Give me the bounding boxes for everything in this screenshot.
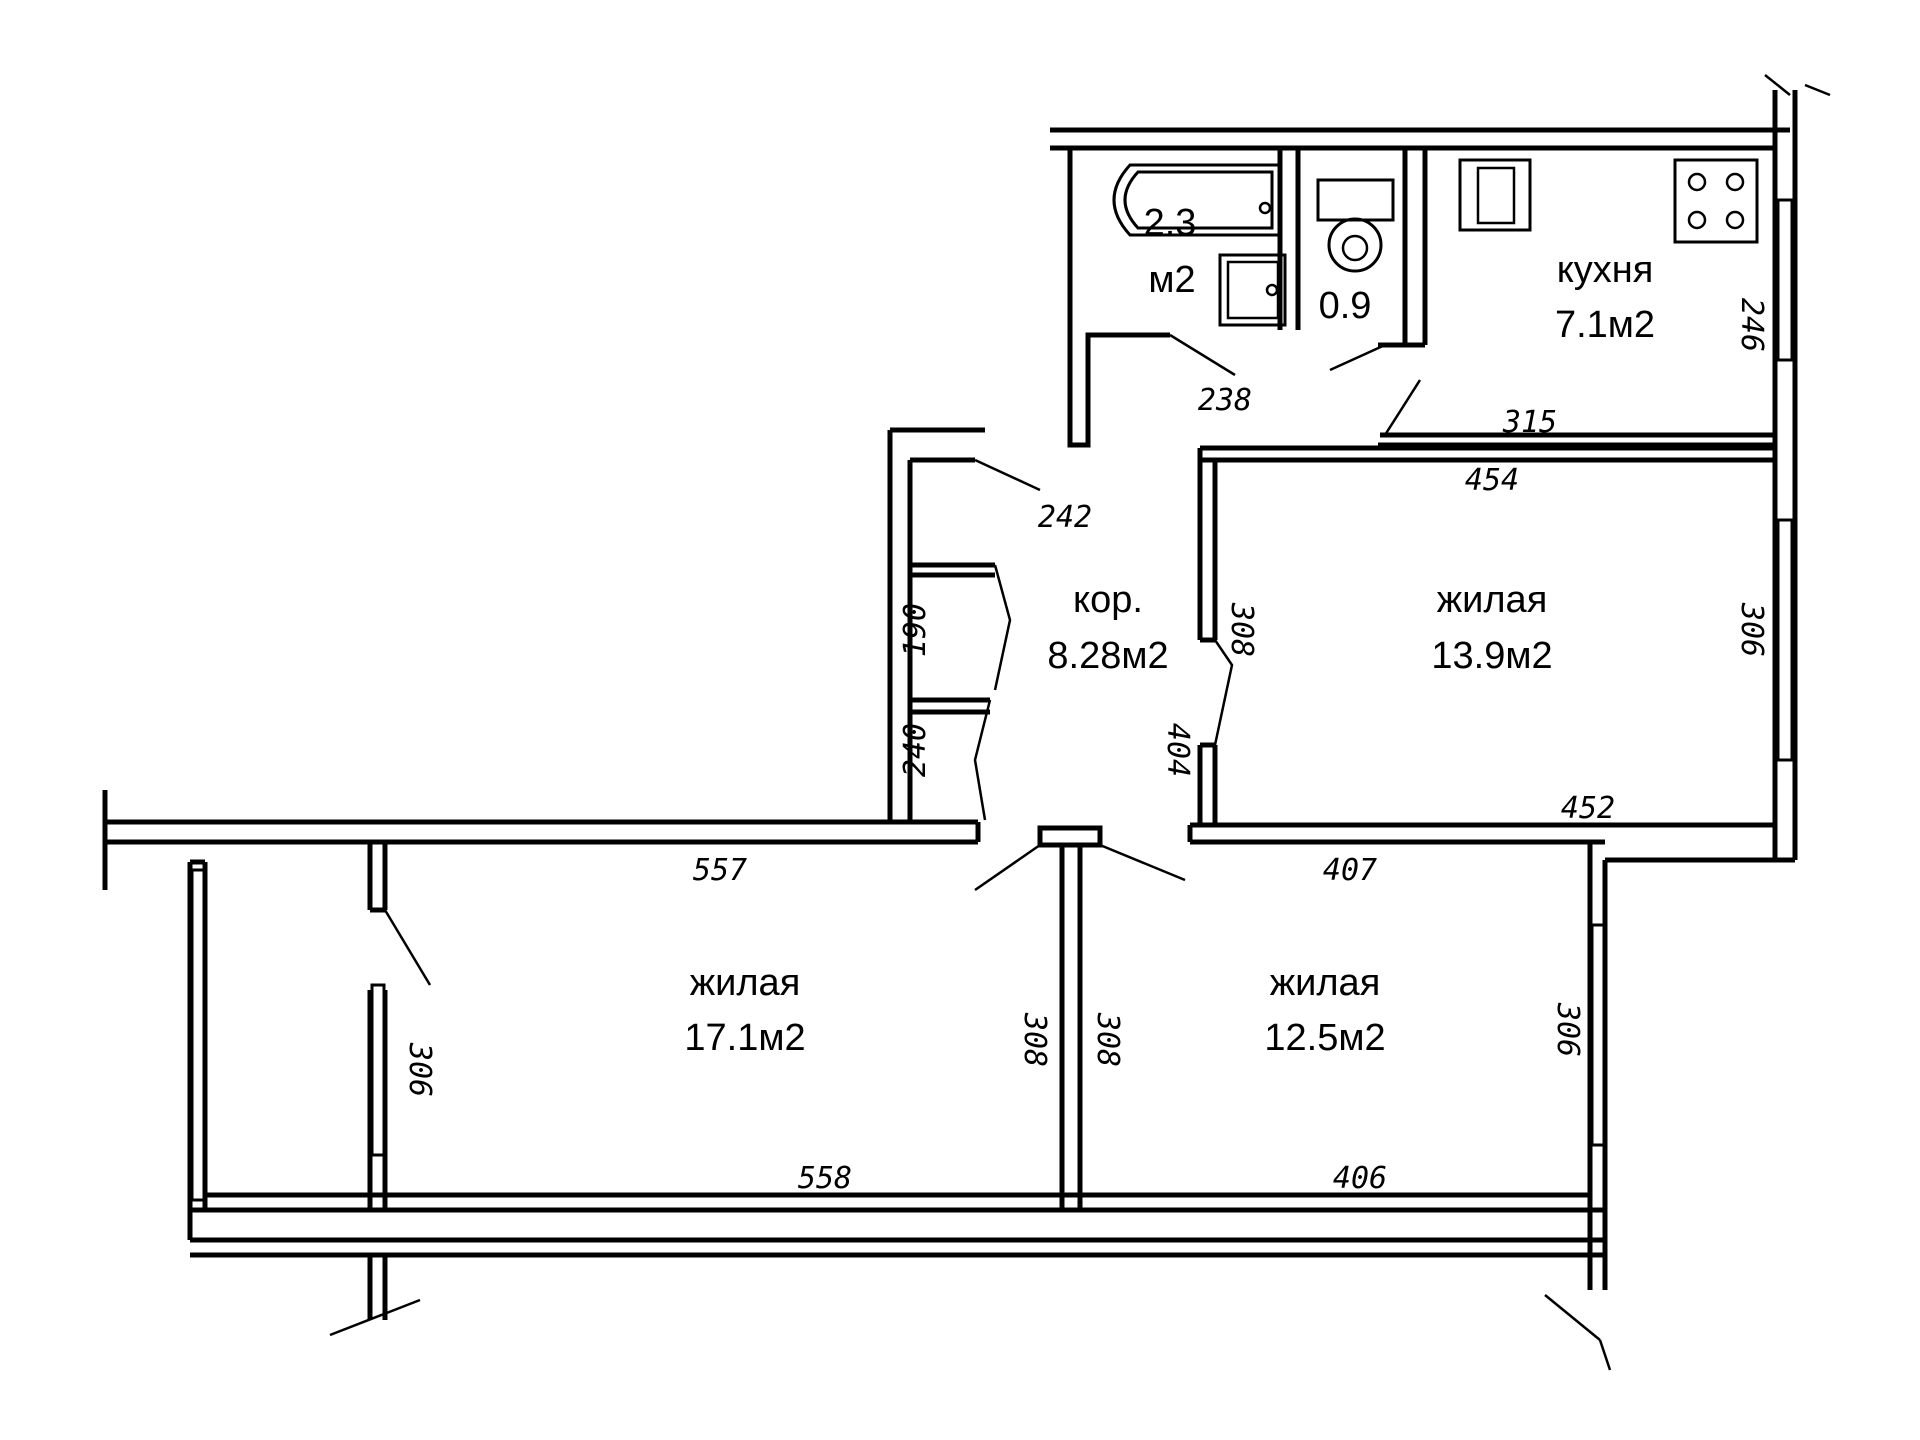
kitchen-area: 7.1м2 [1555,304,1655,346]
toilet-area: 0.9 [1319,285,1372,327]
left-window [190,868,206,1202]
dim-east-bottom: 452 [1561,791,1615,826]
dim-east-right: 306 [1734,602,1769,657]
dim-west-top: 557 [693,853,747,888]
bathtub [1112,163,1282,237]
dim-east-top: 454 [1465,463,1519,498]
stove [1673,158,1759,244]
dim-south-bottom: 406 [1333,1161,1387,1196]
kitchen-sink [1458,158,1532,232]
dim-corridor-length: 404 [1160,723,1195,777]
windows [190,198,1794,1202]
dim-east-left: 308 [1224,602,1259,657]
dim-closet-2: 240 [898,723,933,777]
dim-west-bottom: 558 [798,1161,852,1196]
dim-west-left: 306 [402,1042,437,1097]
west-window [370,983,386,1157]
living-west-area: 17.1м2 [684,1017,805,1059]
living-east-area: 13.9м2 [1431,635,1552,677]
corridor-name: кор. [1073,579,1143,621]
living-south-area: 12.5м2 [1264,1017,1385,1059]
living-east-name: жилая [1437,579,1548,621]
kitchen-window [1776,198,1794,362]
toilet-bowl [1327,217,1383,273]
dim-corridor-top: 242 [1038,500,1092,535]
dim-closet-1: 190 [898,603,933,657]
dim-south-top: 407 [1323,853,1377,888]
kitchen-name: кухня [1557,249,1654,291]
dimensions: 238 315 246 242 190 240 404 454 452 308 … [402,298,1769,1196]
dim-kitchen-height: 246 [1734,298,1769,352]
east-window [1776,518,1794,762]
bathroom-area: 2.3 [1144,202,1197,244]
washbasin [1218,253,1287,327]
dim-kitchen-width: 315 [1502,405,1557,440]
dim-west-right: 308 [1017,1012,1052,1067]
living-west-name: жилая [690,962,801,1004]
room-labels: 2.3 м2 0.9 кухня 7.1м2 кор. 8.28м2 жилая… [684,202,1655,1059]
bathroom-area-unit: м2 [1148,259,1195,301]
toilet-tank [1316,178,1395,222]
corridor-area: 8.28м2 [1047,635,1168,677]
living-south-name: жилая [1270,962,1381,1004]
dim-bath-width: 238 [1198,383,1252,418]
doors [383,333,1422,986]
dim-south-right: 306 [1550,1002,1585,1057]
fixtures [1112,158,1759,327]
south-window [1590,923,1606,1147]
dim-south-left: 308 [1090,1012,1125,1067]
